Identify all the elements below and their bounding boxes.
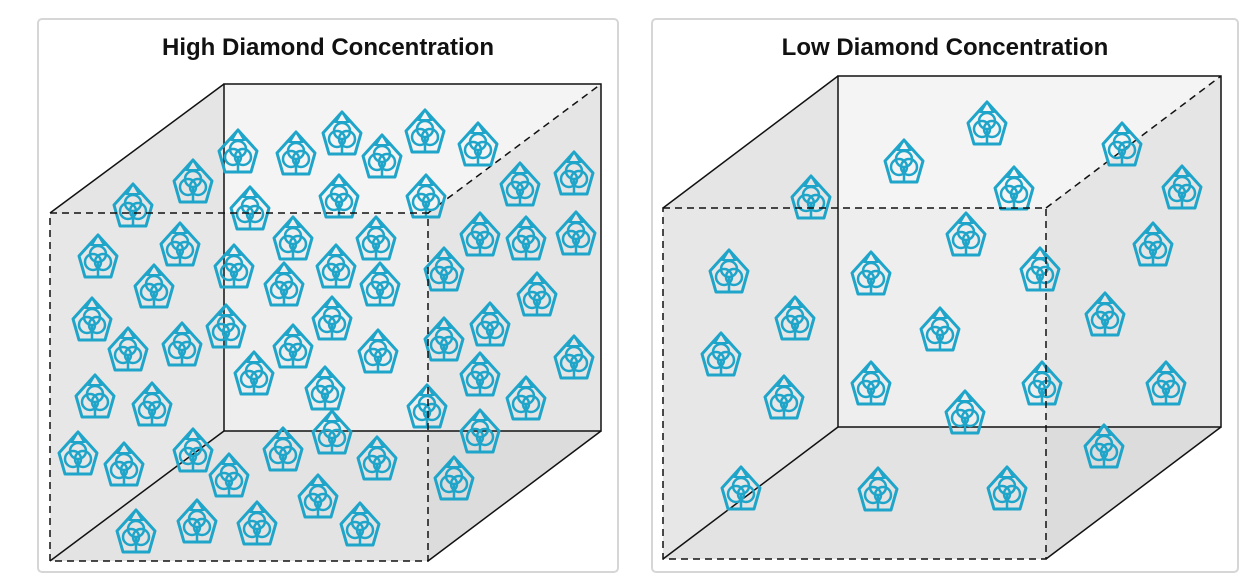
panel-title: High Diamond Concentration [162,34,494,61]
edge [662,426,839,560]
back-edges [837,75,1222,428]
front-dashed-edges [49,212,429,562]
cube-high [49,83,602,562]
edge [1045,426,1222,560]
edge [49,83,225,214]
edge [427,430,602,562]
edge [662,75,839,209]
dashed-edge [1045,75,1222,209]
panel-title: Low Diamond Concentration [781,34,1109,61]
cube-low [662,75,1222,560]
front-dashed-edges [662,207,1047,560]
